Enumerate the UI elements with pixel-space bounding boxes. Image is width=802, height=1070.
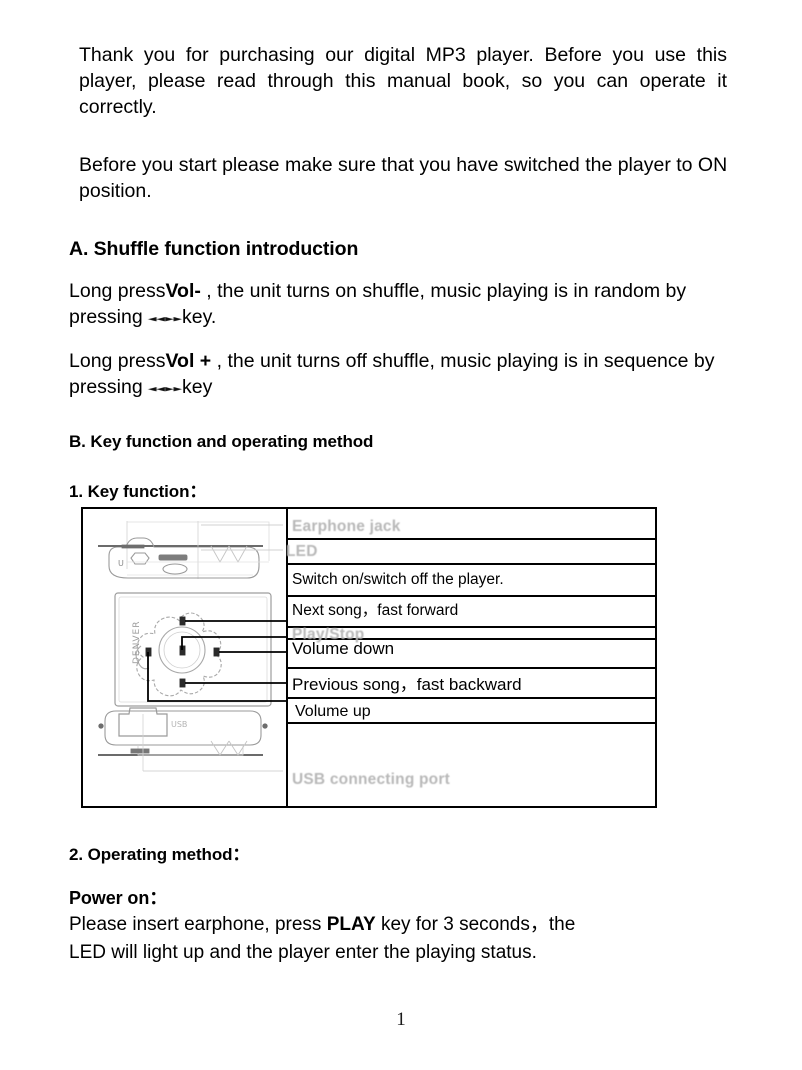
play-key-label: PLAY bbox=[326, 914, 376, 935]
operating-method-number: 2 bbox=[69, 845, 79, 864]
shuffle-on-suffix: key. bbox=[181, 306, 217, 328]
table-label-play-stop: Play/Stop bbox=[292, 626, 365, 643]
table-label-volume-up: Volume up bbox=[295, 703, 371, 720]
power-on-line-1: Please insert earphone, press PLAY key f… bbox=[69, 912, 729, 938]
prev-track-icon-2: ◄◄ bbox=[148, 383, 166, 394]
shuffle-off-text: Long pressVol + , the unit turns off shu… bbox=[69, 348, 739, 402]
key-function-subheading: 1. Key function： bbox=[69, 482, 207, 501]
next-track-icon: ►► bbox=[165, 313, 182, 324]
power-on-line-2: LED will light up and the player enter t… bbox=[69, 942, 537, 963]
shuffle-on-prefix: Long press bbox=[69, 280, 166, 302]
device-diagram: U bbox=[98, 521, 272, 771]
table-row-line bbox=[286, 595, 655, 597]
next-track-icon-2: ►► bbox=[165, 383, 182, 394]
section-a-heading: A. Shuffle function introduction bbox=[69, 238, 359, 260]
table-row-line bbox=[286, 638, 655, 640]
table-row-line bbox=[286, 626, 655, 628]
prev-track-icon: ◄◄ bbox=[148, 313, 166, 324]
key-function-table: Earphone jack LED Switch on/switch off t… bbox=[81, 507, 657, 808]
table-row-line bbox=[286, 563, 655, 565]
table-row-line bbox=[286, 722, 655, 724]
operating-method-text: . Operating method： bbox=[78, 845, 250, 864]
table-label-previous-song: Previous song，fast backward bbox=[292, 675, 522, 694]
shuffle-off-suffix: key bbox=[181, 376, 213, 398]
shuffle-on-middle: , the unit turns on shuffle, music playi… bbox=[69, 280, 687, 328]
intro-paragraph-2: Before you start please make sure that y… bbox=[79, 154, 728, 202]
table-label-next-song: Next song，fast forward bbox=[292, 602, 459, 619]
shuffle-off-middle: , the unit turns off shuffle, music play… bbox=[69, 350, 715, 398]
power-on-heading: Power on： bbox=[69, 888, 168, 908]
operating-method-subheading: 2. Operating method： bbox=[69, 840, 249, 865]
brand-text: DENVER bbox=[132, 621, 142, 664]
table-row-line bbox=[286, 697, 655, 699]
table-label-earphone-jack: Earphone jack bbox=[292, 518, 401, 535]
table-label-led: LED bbox=[286, 543, 318, 560]
power-on-prefix: Please insert earphone, press bbox=[69, 914, 322, 935]
table-label-power-switch: Switch on/switch off the player. bbox=[292, 571, 504, 588]
intro-paragraph-1: Thank you for purchasing our digital MP3… bbox=[79, 44, 727, 118]
power-on-suffix: key for 3 seconds，the bbox=[380, 914, 576, 935]
shuffle-on-text: Long pressVol- , the unit turns on shuff… bbox=[69, 278, 734, 332]
table-label-volume-down: Volume down bbox=[292, 639, 395, 658]
table-row-line bbox=[286, 538, 655, 540]
table-row-line bbox=[286, 667, 655, 669]
usb-label: USB bbox=[171, 720, 187, 729]
page-number: 1 bbox=[396, 1009, 406, 1030]
shuffle-on-key-label: Vol- bbox=[165, 280, 201, 302]
table-column-divider bbox=[286, 509, 288, 806]
section-b-heading: B. Key function and operating method bbox=[69, 432, 374, 451]
shuffle-off-prefix: Long press bbox=[69, 350, 166, 372]
table-label-usb-port: USB connecting port bbox=[292, 771, 450, 788]
svg-text:U: U bbox=[118, 559, 124, 568]
shuffle-off-key-label: Vol + bbox=[165, 350, 212, 372]
